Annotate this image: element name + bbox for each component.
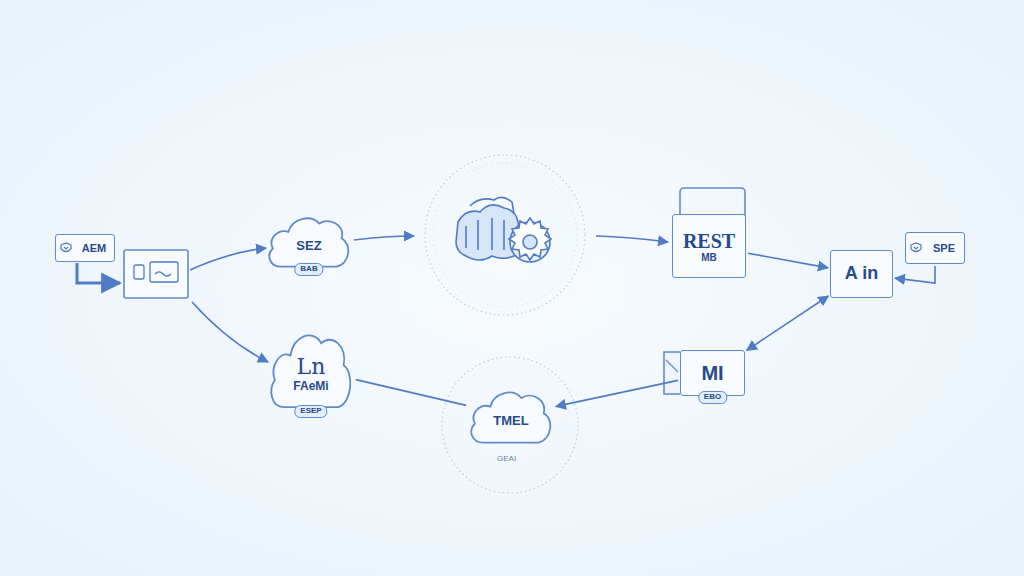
service-box: AEM: [55, 234, 115, 262]
api-box: RESTMB: [672, 214, 746, 278]
node-label: SEZ: [296, 239, 321, 253]
node-label: AEM: [82, 242, 106, 254]
flow-connector: [748, 253, 828, 268]
processing-illustration: [456, 197, 551, 262]
cloud-node: SEZBAB: [266, 212, 352, 270]
node-label: REST: [683, 230, 735, 252]
service-icon: [60, 242, 72, 254]
node-content: LnFAeMi: [268, 326, 354, 412]
cloud-node: LnFAeMiESEP: [268, 326, 354, 412]
node-content: MI: [681, 351, 744, 395]
node-label: A in: [845, 264, 878, 284]
node-label: Ln: [297, 355, 326, 379]
service-icon: [910, 242, 922, 254]
node-label: MI: [701, 362, 723, 384]
node-content: SPE: [906, 233, 964, 263]
node-content: TMEL: [468, 386, 554, 446]
side-bracket-mark: [666, 360, 678, 372]
node-content: SEZ: [266, 212, 352, 270]
node-label: FAeMi: [293, 380, 328, 393]
flow-connector: [556, 380, 678, 406]
node-label: TMEL: [493, 414, 528, 428]
flow-connector: [895, 266, 935, 283]
halo: [423, 153, 587, 497]
node-tag: ESEP: [294, 405, 327, 418]
target-box: A in: [830, 250, 893, 298]
flow-connector: [356, 380, 466, 406]
node-tag: BAB: [294, 263, 323, 276]
node-content: AEM: [56, 235, 114, 261]
cloud-node: TMEL: [468, 386, 554, 446]
node-content: A in: [831, 251, 892, 297]
node-label: SPE: [933, 242, 955, 254]
node-content: RESTMB: [673, 215, 745, 277]
side-bracket: [664, 352, 680, 394]
node-label: MB: [701, 252, 717, 263]
node-tag: EBO: [698, 391, 727, 404]
note-label: GEAI: [497, 454, 516, 463]
module-box: MIEBO: [680, 350, 745, 396]
service-box: SPE: [905, 232, 965, 264]
icon-box: [124, 250, 188, 298]
flow-connector: [747, 296, 829, 350]
flow-arrow: [77, 236, 668, 362]
